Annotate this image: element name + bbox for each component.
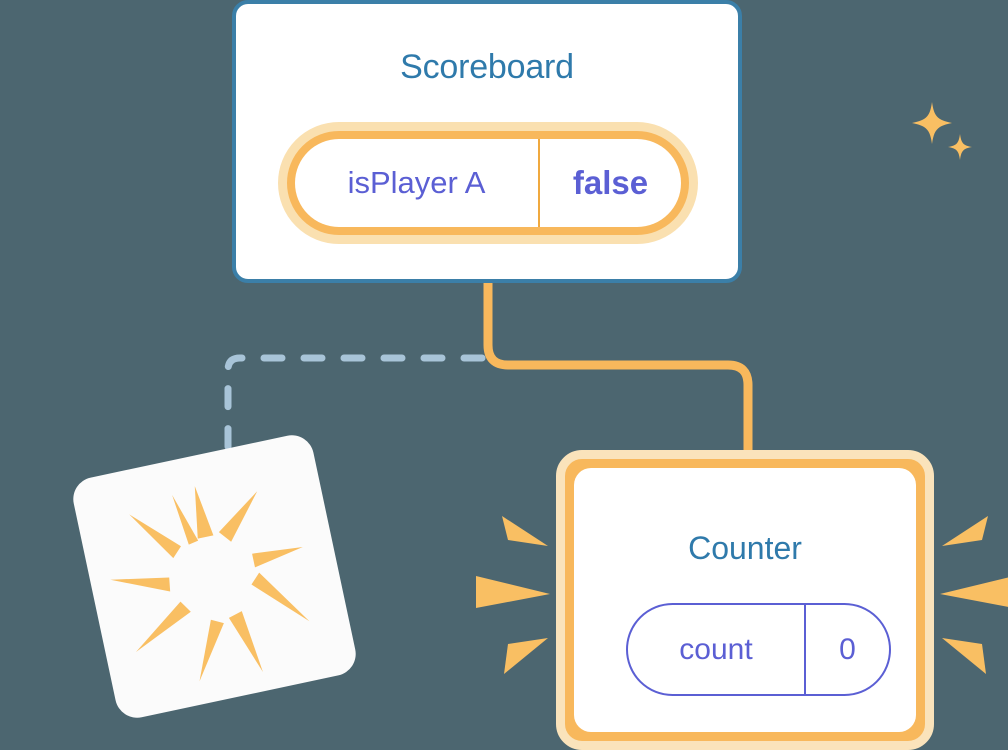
burst-rays-icon-right bbox=[940, 516, 1008, 674]
scoreboard-title: Scoreboard bbox=[400, 48, 574, 86]
counter-state-value: 0 bbox=[839, 632, 856, 666]
sparkle-star-icon bbox=[912, 102, 972, 160]
scoreboard-card[interactable]: Scoreboard isPlayer A false bbox=[232, 0, 972, 283]
scoreboard-state-pill[interactable]: isPlayer A false bbox=[278, 122, 698, 244]
counter-title: Counter bbox=[688, 530, 802, 566]
radial-burst-icon bbox=[110, 486, 310, 682]
pill-divider bbox=[804, 605, 806, 694]
scoreboard-state-value: false bbox=[572, 164, 649, 201]
scoreboard-state-key: isPlayer A bbox=[347, 165, 486, 200]
counter-state-key: count bbox=[679, 632, 753, 666]
counter-card[interactable]: Counter count 0 bbox=[556, 450, 934, 750]
connector-scoreboard-to-counter bbox=[483, 283, 753, 462]
ghost-card[interactable] bbox=[69, 431, 360, 722]
pill-divider bbox=[538, 139, 540, 227]
burst-rays-icon-left bbox=[476, 516, 550, 674]
counter-state-pill[interactable]: count 0 bbox=[626, 603, 891, 696]
